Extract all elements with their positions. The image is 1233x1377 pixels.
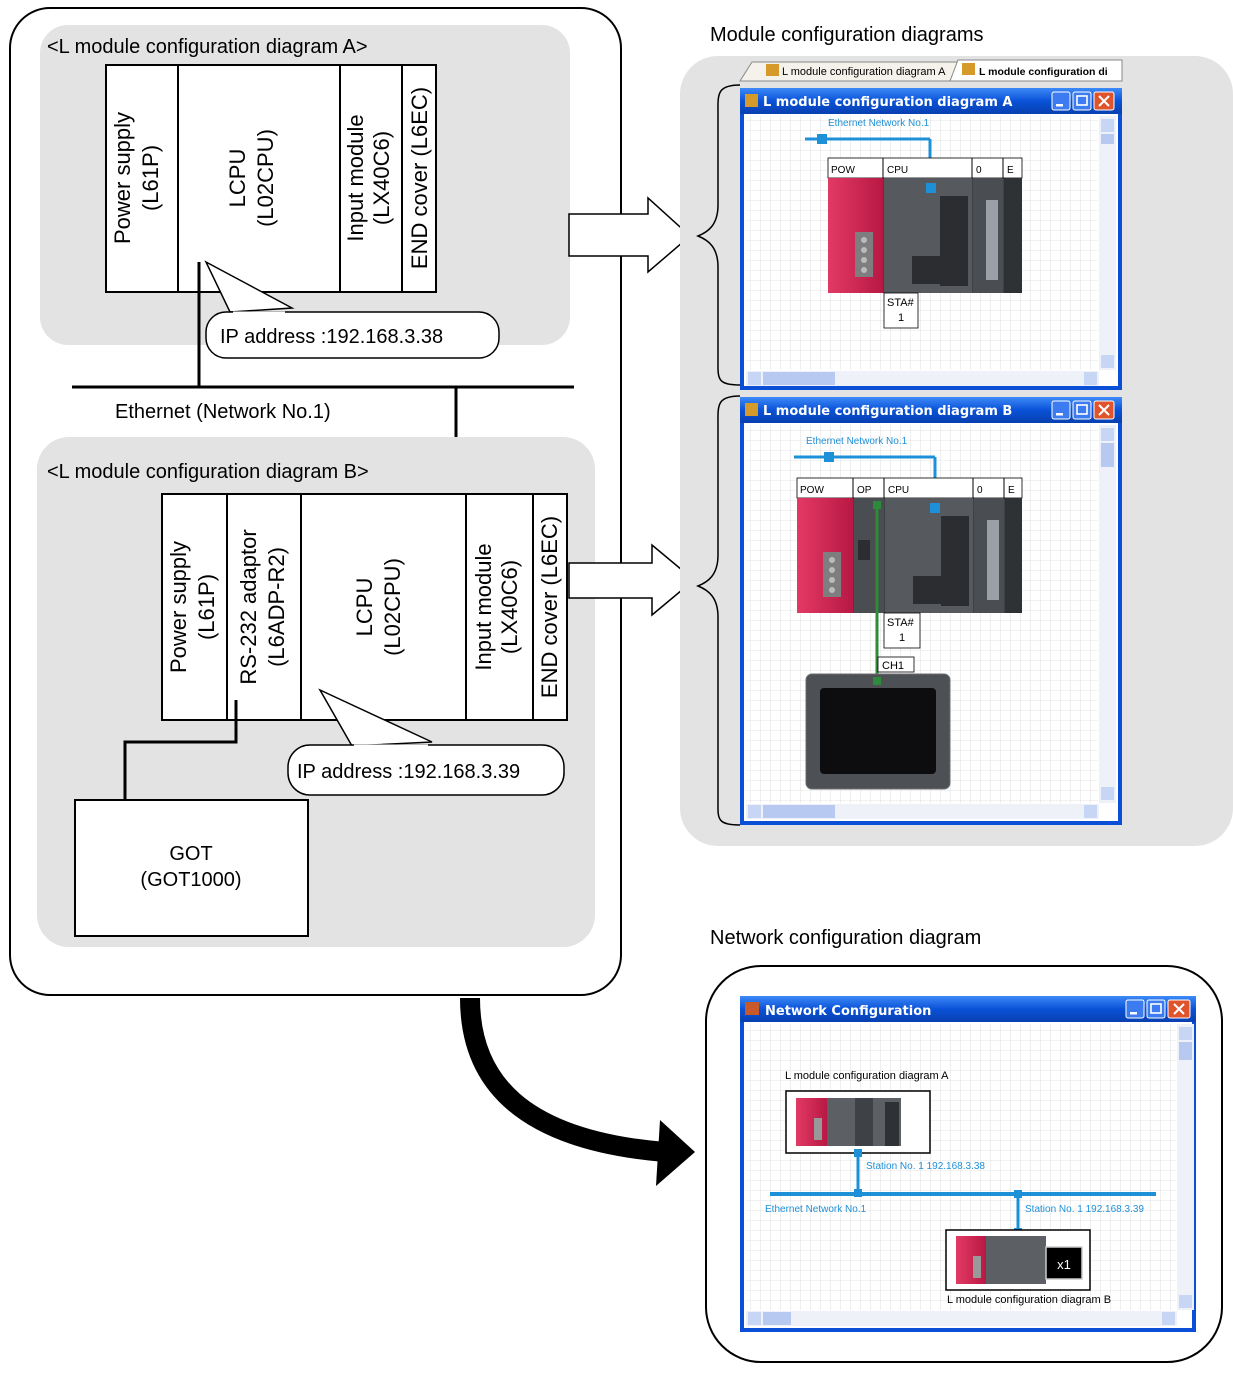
a-power-supply-label: Power supply xyxy=(110,112,135,244)
window-a-station-label: STA# xyxy=(887,297,915,309)
got-model: (GOT1000) xyxy=(140,869,241,891)
network-station-a: Station No. 1 192.168.3.38 xyxy=(866,1161,985,1172)
window-b: L module configuration diagram B Etherne… xyxy=(740,397,1122,825)
tab-a-icon xyxy=(766,64,779,76)
window-a-station-num: 1 xyxy=(898,312,904,324)
diagram-a-modules: Power supply (L61P) LCPU (L02CPU) Input … xyxy=(105,64,437,293)
window-b-minimize-button[interactable] xyxy=(1051,400,1071,420)
ethernet-label: Ethernet (Network No.1) xyxy=(115,401,331,423)
window-b-slot-pow: POW xyxy=(800,485,824,496)
network-window-hscroll[interactable] xyxy=(746,1311,1177,1326)
diagram-b-ip-callout: IP address :192.168.3.39 xyxy=(287,688,565,796)
window-b-slot-op: OP xyxy=(857,485,872,496)
window-a: L module configuration diagram A Etherne… xyxy=(740,88,1122,390)
arrow-to-window-a xyxy=(568,196,692,274)
window-a-title: L module configuration diagram A xyxy=(763,95,1012,110)
b-power-supply-label: Power supply xyxy=(166,541,191,673)
tab-diagram-b[interactable] xyxy=(949,59,1123,82)
b-end-cover-label: END cover (L6EC) xyxy=(537,516,562,698)
a-input-module-model: (LX40C6) xyxy=(369,131,394,225)
b-input-module-model: (LX40C6) xyxy=(497,560,522,654)
window-tabs: L module configuration diagram A L modul… xyxy=(739,59,1123,82)
network-window-title: Network Configuration xyxy=(765,1004,931,1019)
network-window-maximize-button[interactable] xyxy=(1146,999,1166,1019)
window-b-close-button[interactable] xyxy=(1093,400,1115,420)
window-a-slot-pow: POW xyxy=(831,165,855,176)
network-window-vscroll[interactable] xyxy=(1177,1024,1194,1310)
diagram-b-modules: Power supply (L61P) RS-232 adaptor (L6AD… xyxy=(161,493,568,721)
b-lcpu-label: LCPU xyxy=(352,578,377,637)
window-b-vscroll[interactable] xyxy=(1099,425,1116,803)
arrow-to-window-b xyxy=(568,543,696,617)
tab-a-label: L module configuration diagram A xyxy=(782,66,946,78)
diagram-b-title: <L module configuration diagram B> xyxy=(47,461,369,483)
network-node-a-label: L module configuration diagram A xyxy=(785,1070,949,1082)
network-window-close-button[interactable] xyxy=(1167,999,1191,1019)
tab-b-icon xyxy=(962,63,975,75)
window-b-icon xyxy=(745,403,758,416)
window-a-slot-0: 0 xyxy=(976,165,982,176)
window-b-station-label: STA# xyxy=(887,617,915,629)
a-power-supply-model: (L61P) xyxy=(138,145,163,211)
tab-b-label: L module configuration di xyxy=(979,66,1108,78)
b-lcpu-model: (L02CPU) xyxy=(380,558,405,656)
network-bus-label: Ethernet Network No.1 xyxy=(765,1204,867,1215)
window-a-slot-cpu: CPU xyxy=(887,165,908,176)
network-window-icon xyxy=(745,1002,759,1015)
b-input-module-label: Input module xyxy=(471,543,496,670)
window-a-close-button[interactable] xyxy=(1093,91,1115,111)
a-end-cover-label: END cover (L6EC) xyxy=(407,87,432,269)
b-power-supply-model: (L61P) xyxy=(194,574,219,640)
diagram-b-ip: IP address :192.168.3.39 xyxy=(297,761,520,783)
module-config-header: Module configuration diagrams xyxy=(710,24,984,46)
window-a-maximize-button[interactable] xyxy=(1072,91,1092,111)
brace-b xyxy=(695,395,741,826)
a-lcpu-label: LCPU xyxy=(225,149,250,208)
network-station-b: Station No. 1 192.168.3.39 xyxy=(1025,1204,1144,1215)
window-a-icon xyxy=(745,94,758,107)
diagram-a-ip-callout: IP address :192.168.3.38 xyxy=(204,260,500,359)
curved-arrow-head xyxy=(656,1120,695,1186)
window-b-station-num: 1 xyxy=(899,632,905,644)
network-window: Network Configuration L module configura… xyxy=(740,996,1196,1332)
window-a-vscroll[interactable] xyxy=(1099,116,1116,370)
network-config-header: Network configuration diagram xyxy=(710,927,981,949)
network-node-b-label: L module configuration diagram B xyxy=(947,1294,1111,1306)
got-cable xyxy=(123,700,238,813)
brace-a xyxy=(695,84,741,386)
window-b-maximize-button[interactable] xyxy=(1072,400,1092,420)
diagram-a-ip: IP address :192.168.3.38 xyxy=(220,326,443,348)
curved-arrow-to-network xyxy=(460,997,666,1162)
a-input-module-label: Input module xyxy=(343,114,368,241)
window-b-slot-cpu: CPU xyxy=(888,485,909,496)
got-label: GOT xyxy=(169,843,212,865)
window-a-minimize-button[interactable] xyxy=(1051,91,1071,111)
window-b-slot-0: 0 xyxy=(977,485,983,496)
a-lcpu-model: (L02CPU) xyxy=(253,129,278,227)
window-b-title: L module configuration diagram B xyxy=(763,404,1012,419)
network-node-b-badge: x1 xyxy=(1057,1257,1071,1272)
network-window-minimize-button[interactable] xyxy=(1125,999,1145,1019)
b-rs232-label: RS-232 adaptor xyxy=(236,529,261,684)
window-b-network-label: Ethernet Network No.1 xyxy=(806,436,908,447)
left-outer-frame xyxy=(9,7,622,996)
window-a-network-label: Ethernet Network No.1 xyxy=(828,118,930,129)
b-rs232-model: (L6ADP-R2) xyxy=(264,547,289,667)
got-box xyxy=(74,799,309,937)
window-b-channel: CH1 xyxy=(882,660,904,672)
window-a-slot-e: E xyxy=(1007,165,1014,176)
diagram-a-title: <L module configuration diagram A> xyxy=(47,36,368,58)
window-b-slot-e: E xyxy=(1008,485,1015,496)
